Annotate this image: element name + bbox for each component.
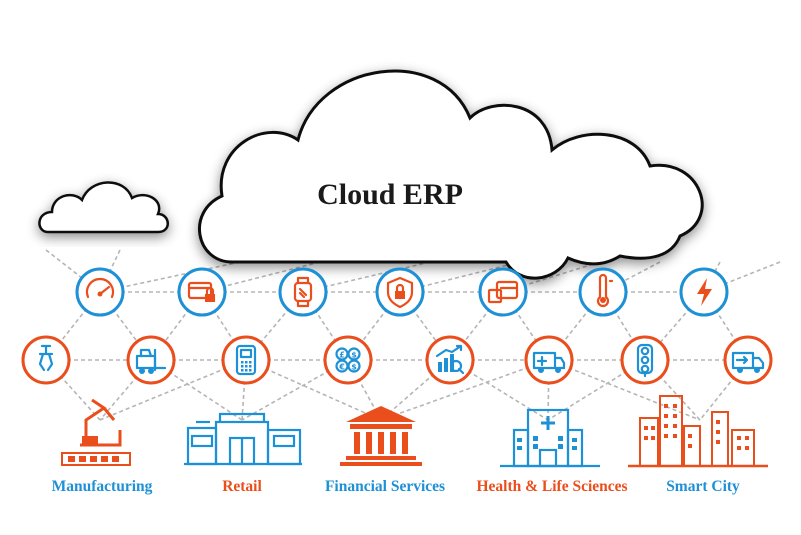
small-cloud xyxy=(38,181,169,234)
delivery-truck-icon xyxy=(723,335,773,385)
category-label-health-life-sciences: Health & Life Sciences xyxy=(476,478,628,495)
pos-terminal-icon xyxy=(221,335,271,385)
credit-card-lock-icon xyxy=(177,267,227,317)
category-label-financial-services: Financial Services xyxy=(324,478,446,495)
financial-services-icon xyxy=(340,406,422,466)
manufacturing-icon xyxy=(61,398,131,466)
ambulance-icon xyxy=(524,335,574,385)
speedometer-icon xyxy=(75,267,125,317)
growth-chart-icon xyxy=(425,335,475,385)
robotic-arm-icon xyxy=(21,335,71,385)
retail-icon xyxy=(184,412,302,466)
smartwatch-icon xyxy=(278,267,328,317)
lightning-icon xyxy=(679,267,729,317)
smart-city-icon xyxy=(628,395,768,468)
traffic-light-icon xyxy=(620,335,670,385)
category-label-retail: Retail xyxy=(222,478,262,495)
currency-coins-icon: £ $ € $ xyxy=(323,335,373,385)
svg-text:€: € xyxy=(338,363,345,372)
thermometer-icon xyxy=(578,267,628,317)
main-cloud xyxy=(198,69,704,280)
category-label-smart-city: Smart City xyxy=(666,478,740,495)
page-title: Cloud ERP xyxy=(317,178,463,211)
shield-lock-icon xyxy=(375,267,425,317)
top-icon-row xyxy=(75,267,729,317)
svg-text:£: £ xyxy=(339,351,345,360)
svg-text:$: $ xyxy=(351,363,357,372)
health-life-sciences-icon xyxy=(500,408,600,468)
bottom-icon-row: £ $ € $ xyxy=(21,335,773,385)
svg-text:$: $ xyxy=(351,351,357,360)
forklift-icon xyxy=(126,335,176,385)
card-reader-icon xyxy=(478,267,528,317)
category-label-manufacturing: Manufacturing xyxy=(51,478,153,495)
